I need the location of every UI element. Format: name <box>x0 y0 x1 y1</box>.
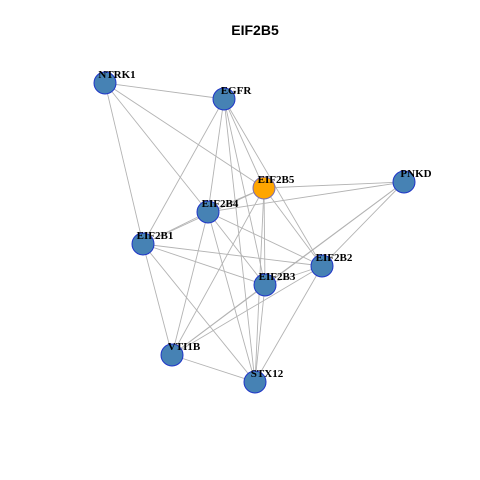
node-ntrk1: NTRK1 <box>93 69 136 95</box>
edge-eif2b4-eif2b3 <box>207 211 266 286</box>
node-circle-eif2b2 <box>310 254 334 278</box>
edge-ntrk1-eif2b5 <box>104 82 265 189</box>
node-eif2b2: EIF2B2 <box>310 252 353 278</box>
edge-pnkd-eif2b4 <box>207 181 405 213</box>
node-eif2b1: EIF2B1 <box>131 230 174 256</box>
edge-eif2b3-vti1b <box>171 284 266 356</box>
node-label-eif2b2: EIF2B2 <box>316 252 353 264</box>
node-label-eif2b4: EIF2B4 <box>202 198 239 210</box>
node-eif2b4: EIF2B4 <box>196 198 239 224</box>
edge-eif2b5-pnkd <box>263 181 405 189</box>
edge-eif2b3-stx12 <box>254 284 266 383</box>
node-circle-eif2b5 <box>252 176 276 200</box>
node-eif2b3: EIF2B3 <box>253 271 296 297</box>
edge-eif2b4-stx12 <box>207 211 256 383</box>
node-label-egfr: EGFR <box>221 85 253 97</box>
edge-vti1b-stx12 <box>171 354 256 383</box>
edge-eif2b2-vti1b <box>171 265 323 356</box>
edge-ntrk1-eif2b1 <box>104 82 144 245</box>
edge-egfr-eif2b1 <box>142 98 225 245</box>
edge-eif2b5-eif2b2 <box>263 187 323 267</box>
edge-eif2b5-eif2b3 <box>263 187 266 286</box>
edge-egfr-eif2b4 <box>207 98 225 213</box>
edge-eif2b4-vti1b <box>171 211 209 356</box>
edge-egfr-eif2b5 <box>223 98 265 189</box>
node-circle-eif2b3 <box>253 273 277 297</box>
node-circle-eif2b4 <box>196 200 220 224</box>
node-circle-stx12 <box>243 370 267 394</box>
edge-pnkd-eif2b2 <box>321 181 405 267</box>
edge-egfr-stx12 <box>223 98 256 383</box>
node-circle-vti1b <box>160 343 184 367</box>
edge-eif2b4-eif2b2 <box>207 211 323 267</box>
diagram-title: EIF2B5 <box>231 22 279 38</box>
node-eif2b5: EIF2B5 <box>252 174 295 200</box>
node-label-eif2b1: EIF2B1 <box>137 230 174 242</box>
node-pnkd: PNKD <box>392 168 432 194</box>
edge-egfr-eif2b3 <box>223 98 266 286</box>
node-circle-egfr <box>212 87 236 111</box>
node-label-eif2b5: EIF2B5 <box>258 174 295 186</box>
node-circle-ntrk1 <box>93 71 117 95</box>
edge-ntrk1-egfr <box>104 82 225 100</box>
node-label-pnkd: PNKD <box>400 168 431 180</box>
node-vti1b: VTI1B <box>160 341 201 367</box>
edge-ntrk1-eif2b4 <box>104 82 209 213</box>
edge-eif2b2-stx12 <box>254 265 323 383</box>
edge-eif2b1-eif2b2 <box>142 243 323 267</box>
edge-eif2b1-vti1b <box>142 243 173 356</box>
node-label-eif2b3: EIF2B3 <box>259 271 296 283</box>
edge-eif2b1-eif2b3 <box>142 243 266 286</box>
node-label-ntrk1: NTRK1 <box>98 69 135 81</box>
edge-eif2b1-stx12 <box>142 243 256 383</box>
edge-eif2b5-vti1b <box>171 187 265 356</box>
node-label-vti1b: VTI1B <box>168 341 201 353</box>
node-circle-pnkd <box>392 170 416 194</box>
node-label-stx12: STX12 <box>251 368 284 380</box>
node-egfr: EGFR <box>212 85 253 111</box>
node-circle-eif2b1 <box>131 232 155 256</box>
edge-eif2b4-eif2b1 <box>142 211 209 245</box>
node-stx12: STX12 <box>243 368 284 394</box>
